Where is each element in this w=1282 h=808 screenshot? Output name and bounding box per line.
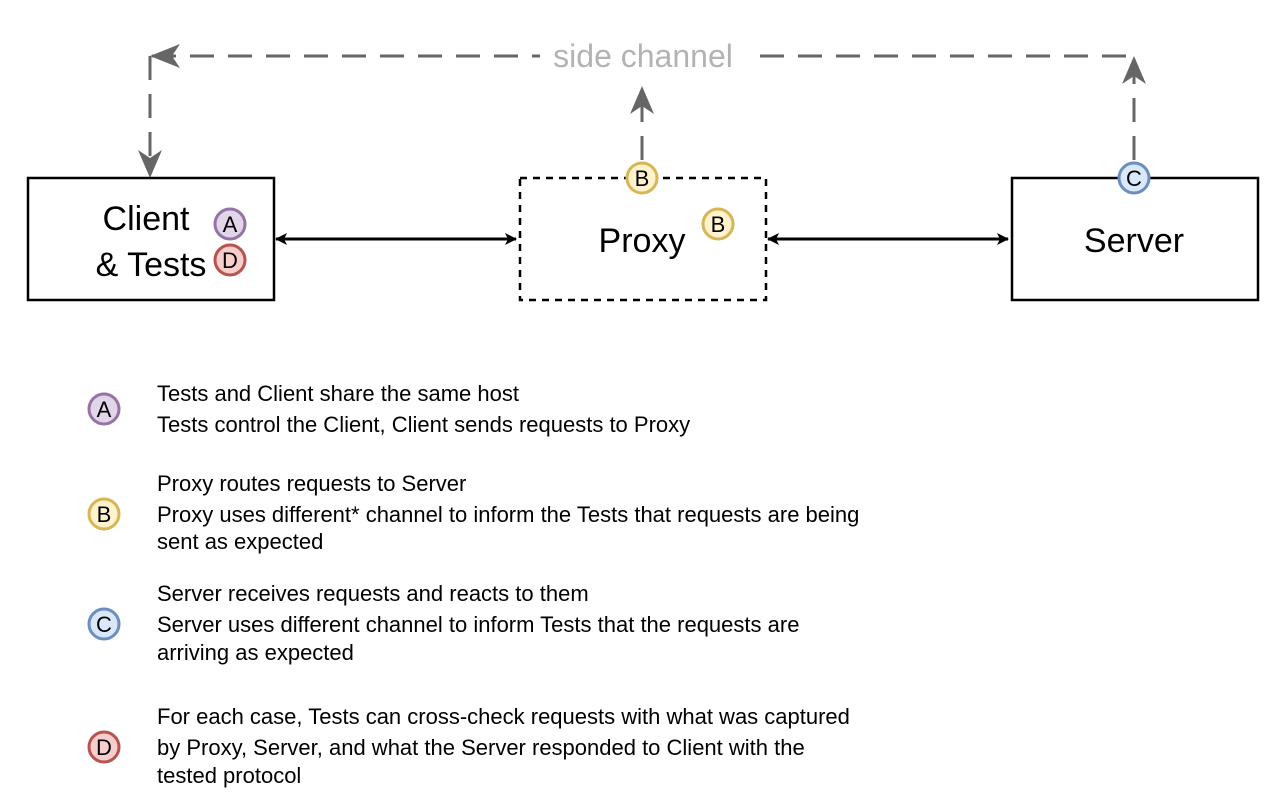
side-channel: side channel — [138, 38, 1146, 178]
legend-badge-c — [87, 607, 121, 641]
legend-c-line-2: Server uses different channel to inform … — [157, 612, 799, 637]
legend-d-line-1: For each case, Tests can cross-check req… — [157, 704, 850, 729]
server-box — [1010, 176, 1260, 302]
side-channel-left-arrowhead — [150, 44, 180, 68]
legend-b-line-3: sent as expected — [157, 529, 323, 554]
side-channel-proxy-up-arrowhead — [630, 86, 654, 114]
client-label-line2: & Tests — [96, 246, 207, 284]
legend-c-line-3: arriving as expected — [157, 640, 354, 665]
legend-c-line-1: Server receives requests and reacts to t… — [157, 581, 589, 606]
legend-b-line-1: Proxy routes requests to Server — [157, 471, 466, 496]
proxy-badge-b-top: B — [625, 161, 659, 195]
badge-a-circle — [213, 207, 247, 241]
proxy-node: Proxy B B — [518, 161, 768, 302]
legend-a-line-1: Tests and Client share the same host — [157, 381, 519, 406]
client-node: Client & Tests A D — [26, 176, 276, 302]
legend-badge-d-letter: D — [96, 735, 112, 760]
server-label: Server — [1084, 222, 1184, 260]
proxy-badge-b-inner: B — [701, 207, 735, 241]
proxy-label: Proxy — [599, 222, 686, 260]
legend-item-c: C Server receives requests and reacts to… — [87, 581, 799, 665]
legend-badge-a-letter: A — [97, 397, 112, 422]
badge-d-circle — [213, 243, 247, 277]
badge-c-circle — [1117, 161, 1151, 195]
badge-c-letter: C — [1126, 166, 1142, 191]
legend-a-line-2: Tests control the Client, Client sends r… — [157, 412, 690, 437]
legend-item-a: A Tests and Client share the same host T… — [87, 381, 690, 437]
badge-d-letter: D — [222, 248, 238, 273]
badge-b-top-circle — [625, 161, 659, 195]
badge-b-top-letter: B — [635, 166, 650, 191]
legend-d-line-2: by Proxy, Server, and what the Server re… — [157, 735, 805, 760]
badge-b-circle — [701, 207, 735, 241]
legend: A Tests and Client share the same host T… — [87, 381, 859, 788]
legend-badge-b — [87, 497, 121, 531]
side-channel-server-up-arrowhead — [1122, 56, 1146, 84]
badge-b-letter: B — [711, 212, 726, 237]
legend-badge-b-letter: B — [97, 502, 112, 527]
client-badge-d: D — [213, 243, 247, 277]
legend-badge-c-letter: C — [96, 612, 112, 637]
badge-a-letter: A — [223, 212, 238, 237]
side-channel-down-arrowhead — [138, 150, 162, 178]
legend-item-b: B Proxy routes requests to Server Proxy … — [87, 471, 859, 554]
legend-badge-d — [87, 730, 121, 764]
side-channel-label: side channel — [553, 38, 733, 74]
server-badge-c: C — [1117, 161, 1151, 195]
server-node: Server C — [1010, 161, 1260, 302]
legend-item-d: D For each case, Tests can cross-check r… — [87, 704, 850, 788]
client-badge-a: A — [213, 207, 247, 241]
legend-badge-a — [87, 392, 121, 426]
client-label-line1: Client — [103, 200, 190, 238]
legend-b-line-2: Proxy uses different* channel to inform … — [157, 502, 859, 527]
legend-d-line-3: tested protocol — [157, 763, 301, 788]
